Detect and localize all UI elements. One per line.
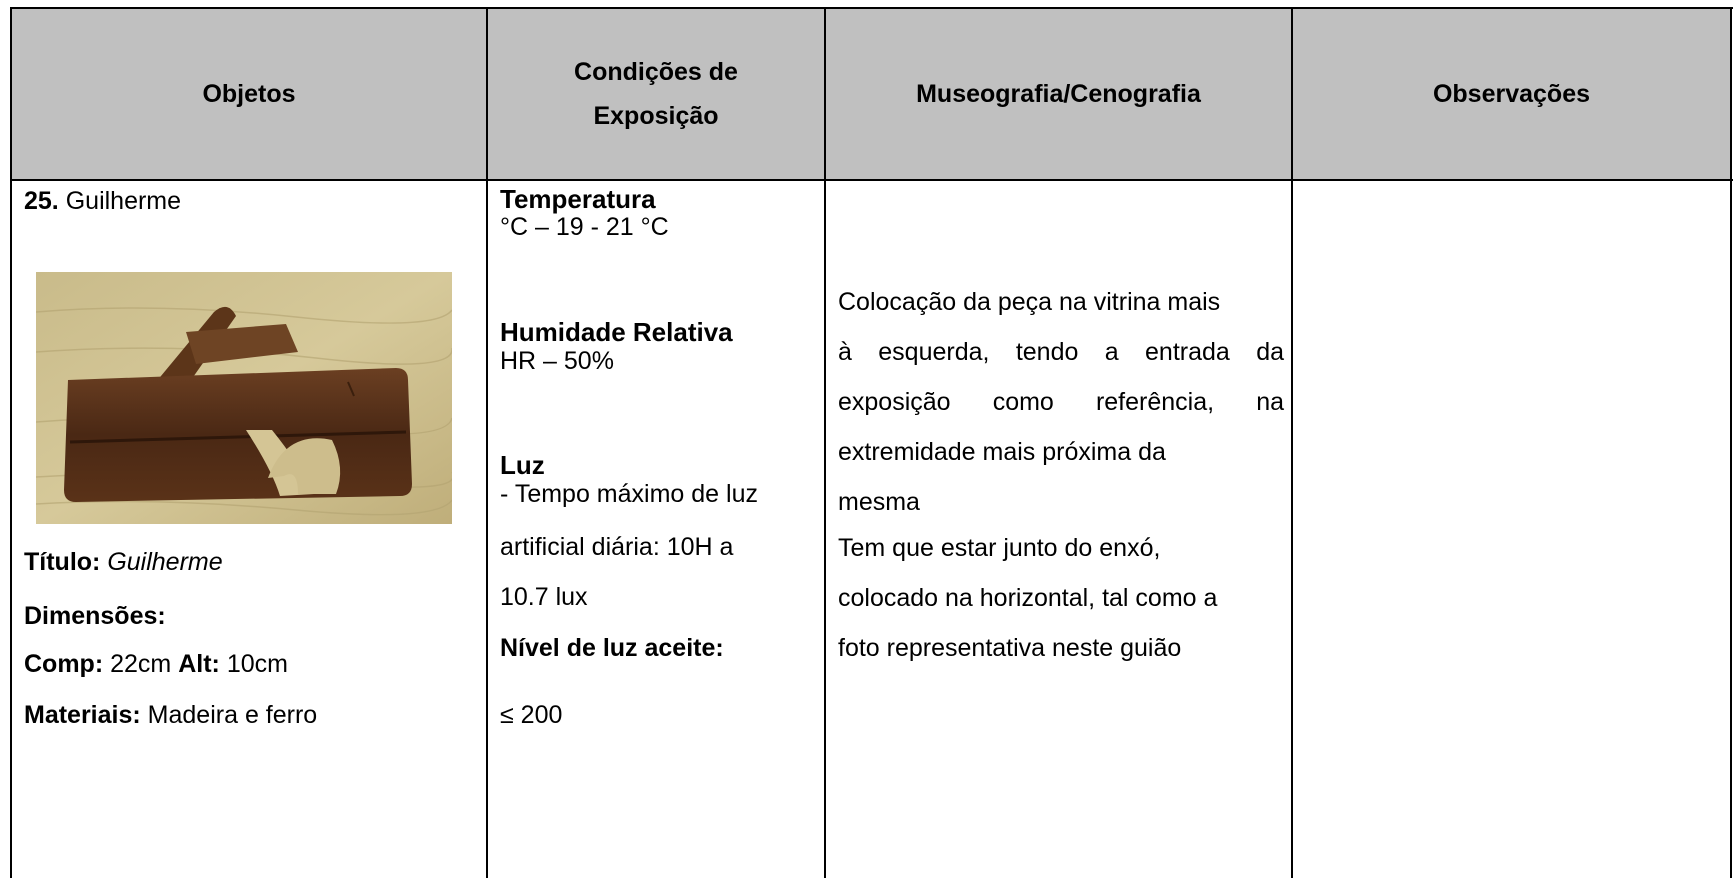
humidade-label: Humidade Relativa	[500, 317, 733, 347]
object-photo	[36, 272, 452, 524]
comp-value: 22cm	[110, 650, 172, 678]
header-observacoes-label: Observações	[1432, 80, 1591, 108]
object-number: 25.	[24, 187, 59, 215]
column-divider-1	[486, 7, 488, 878]
materiais-line: Materiais: Madeira e ferro	[24, 700, 317, 730]
luz-line-2: artificial diária: 10H a	[500, 533, 734, 561]
luz-label: Luz	[500, 450, 545, 480]
header-bottom-border	[10, 179, 1733, 181]
nivel-luz-value: ≤ 200	[500, 701, 563, 729]
column-divider-3	[1291, 7, 1293, 878]
humidade-value: HR – 50%	[500, 347, 614, 375]
temperatura-value: °C – 19 - 21 °C	[500, 213, 669, 241]
header-museografia: Museografia/Cenografia	[826, 8, 1291, 180]
table-right-border	[1730, 7, 1732, 878]
header-museografia-label: Museografia/Cenografia	[916, 80, 1201, 108]
luz-line-1: - Tempo máximo de luz	[500, 480, 758, 508]
header-condicoes: Condições de Exposição	[488, 8, 824, 180]
header-observacoes: Observações	[1293, 8, 1730, 180]
museografia-line: à esquerda, tendo a entrada da	[838, 338, 1284, 366]
object-heading: 25. Guilherme	[24, 186, 181, 216]
museografia-line: Colocação da peça na vitrina mais	[838, 288, 1221, 316]
table-left-border	[10, 7, 12, 878]
museografia-line: mesma	[838, 488, 920, 516]
museografia-line: foto representativa neste guião	[838, 634, 1182, 662]
titulo-line: Título: Guilherme	[24, 547, 223, 577]
temperatura-label: Temperatura	[500, 184, 656, 214]
header-condicoes-line2: Exposição	[593, 102, 719, 130]
dimensions-line: Comp: 22cm Alt: 10cm	[24, 649, 288, 679]
museografia-line: exposição como referência, na	[838, 388, 1284, 416]
header-objetos-label: Objetos	[202, 80, 296, 108]
museografia-line: extremidade mais próxima da	[838, 438, 1166, 466]
column-divider-2	[824, 7, 826, 878]
comp-label: Comp:	[24, 650, 104, 678]
materiais-value: Madeira e ferro	[147, 701, 318, 729]
table-top-border	[10, 7, 1733, 9]
materiais-label: Materiais:	[24, 701, 141, 729]
luz-line-3: 10.7 lux	[500, 583, 588, 611]
titulo-value: Guilherme	[107, 548, 223, 576]
museografia-line: Tem que estar junto do enxó,	[838, 534, 1161, 562]
dimensoes-label: Dimensões:	[24, 602, 166, 630]
alt-label: Alt:	[178, 650, 220, 678]
titulo-label: Título:	[24, 548, 101, 576]
nivel-luz-label: Nível de luz aceite:	[500, 634, 724, 662]
alt-value: 10cm	[226, 650, 288, 678]
table-header-row	[10, 8, 1731, 180]
header-objetos: Objetos	[12, 8, 486, 180]
museografia-line: colocado na horizontal, tal como a	[838, 584, 1218, 612]
object-name: Guilherme	[65, 187, 182, 215]
header-condicoes-line1: Condições de	[574, 58, 738, 86]
